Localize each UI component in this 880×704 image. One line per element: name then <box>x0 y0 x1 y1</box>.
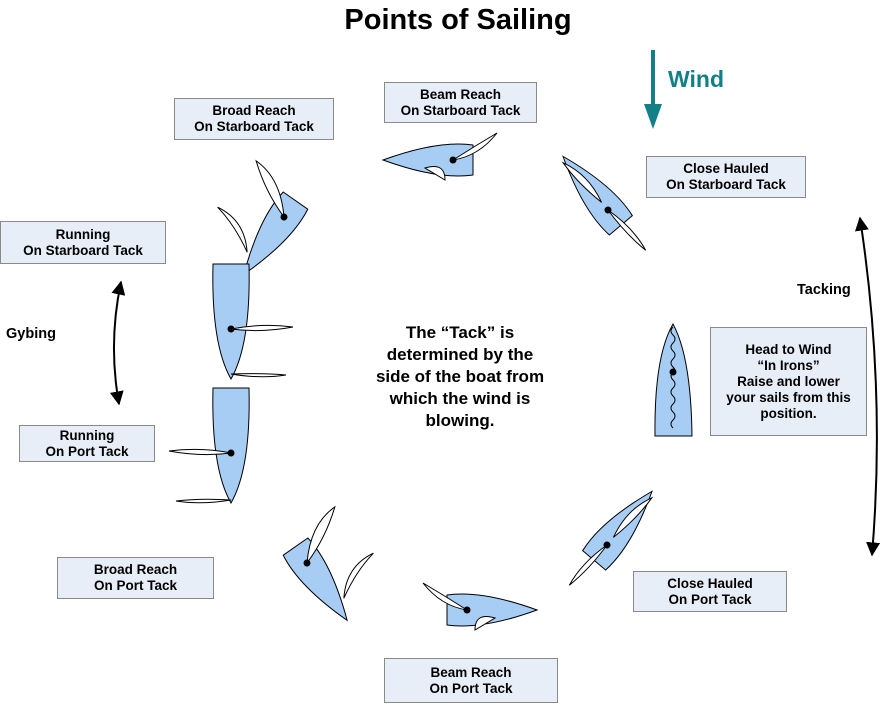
sail-icon <box>612 496 654 538</box>
boat-icon <box>212 387 250 505</box>
sail-icon <box>175 498 232 504</box>
boat-close-hauled-starboard <box>561 155 647 251</box>
wind-arrow-icon <box>644 50 662 129</box>
sail-icon <box>670 371 676 429</box>
boat-icon <box>381 143 474 177</box>
sail-icon <box>474 616 497 631</box>
sail-icon <box>230 324 294 332</box>
gybing-arrow-icon <box>109 280 126 406</box>
sail-icon <box>230 373 287 378</box>
boat-icon <box>212 263 250 381</box>
sail-icon <box>452 132 498 161</box>
boat-icon <box>446 593 539 627</box>
tacking-label: Tacking <box>797 282 851 298</box>
label-head-to-wind: Head to Wind “In Irons” Raise and lower … <box>710 327 867 436</box>
boat-icon <box>282 537 348 622</box>
sail-icon <box>568 544 608 586</box>
sail-icon <box>561 161 603 203</box>
sail-icon <box>168 448 232 456</box>
gybing-label: Gybing <box>6 326 56 342</box>
boat-beam-reach-port <box>422 582 539 631</box>
boat-broad-reach-starboard <box>217 159 309 276</box>
page-title: Points of Sailing <box>344 4 572 36</box>
boat-broad-reach-port <box>282 505 374 622</box>
sail-icon <box>670 326 676 376</box>
boat-running-starboard <box>212 263 294 381</box>
boat-icon <box>243 191 309 276</box>
sail-icon <box>423 166 446 181</box>
boat-beam-reach-starboard <box>381 132 498 181</box>
boat-close-hauled-port <box>568 490 654 586</box>
tacking-arrow-icon <box>854 216 880 557</box>
sail-icon <box>607 209 647 251</box>
center-explanation: The “Tack” is determined by the side of … <box>375 323 545 430</box>
boat-head-to-wind <box>654 322 693 437</box>
sail-icon <box>343 552 374 599</box>
sail-icon <box>255 159 285 219</box>
sail-icon <box>422 582 468 611</box>
sail-icon <box>306 505 336 565</box>
boat-running-port <box>168 387 250 505</box>
wind-label: Wind <box>668 66 724 92</box>
sail-icon <box>217 206 248 253</box>
